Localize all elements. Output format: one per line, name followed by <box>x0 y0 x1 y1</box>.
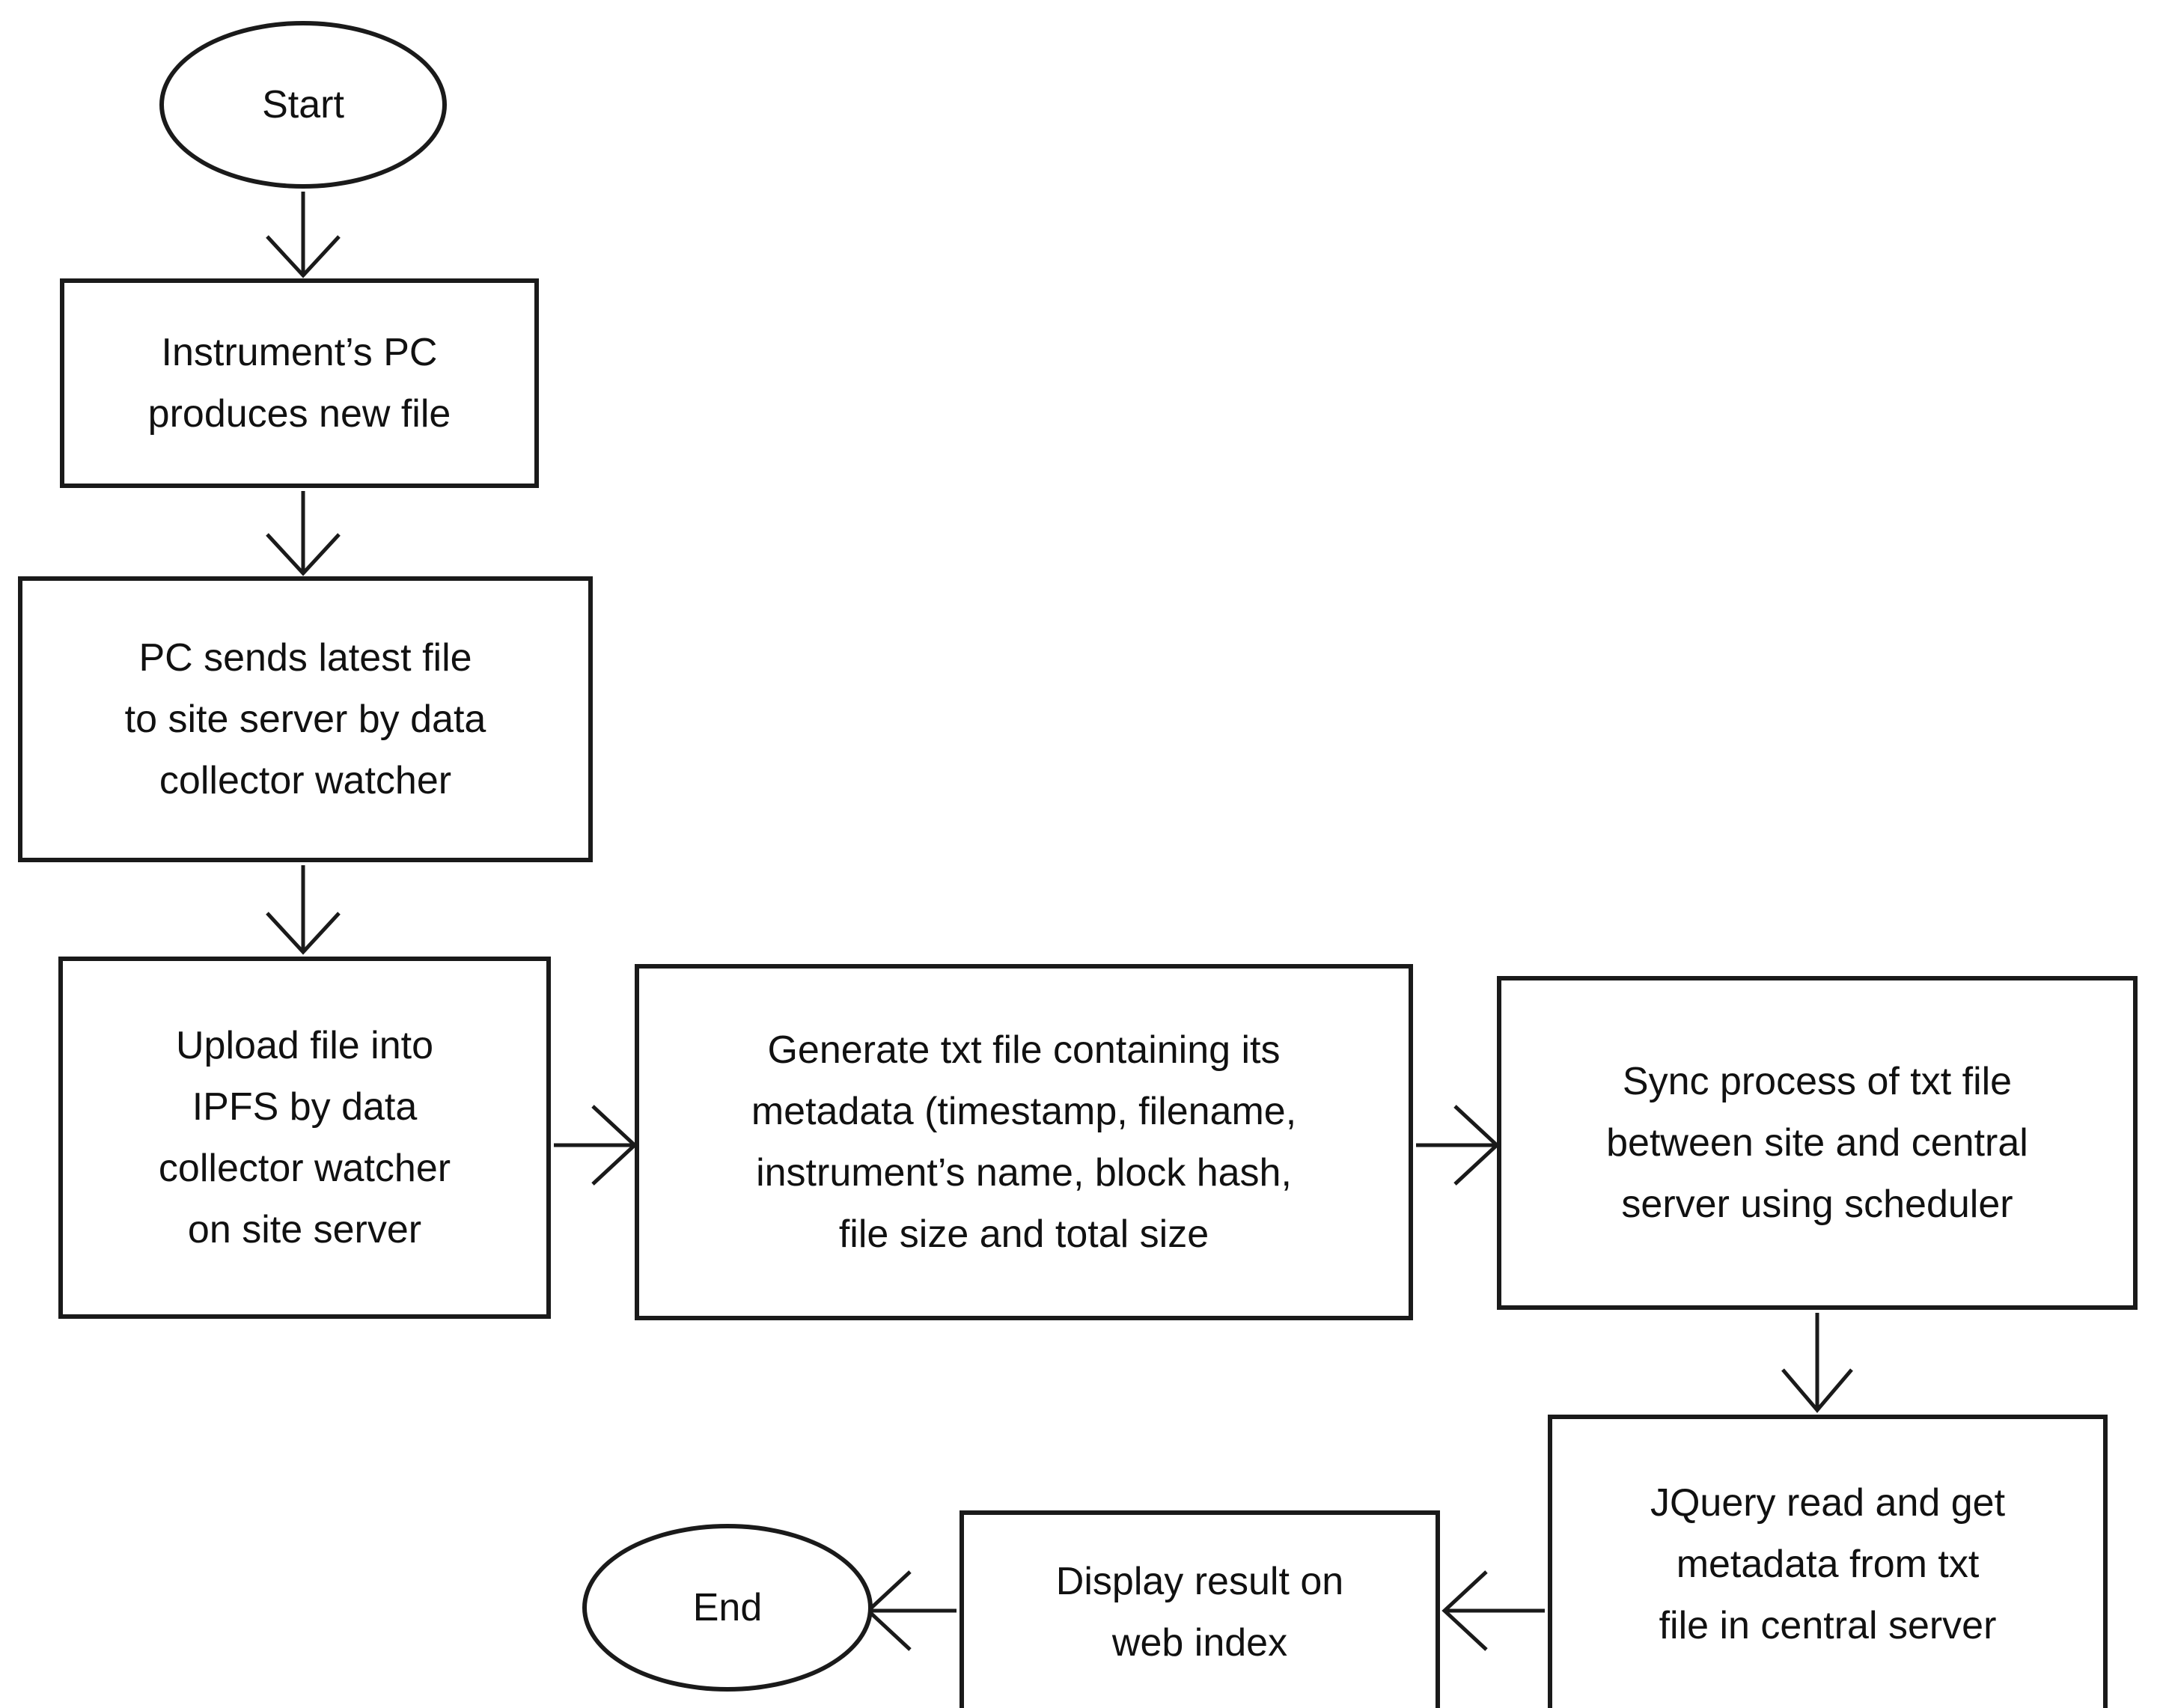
node-pc-sends-file[interactable]: PC sends latest file to site server by d… <box>18 576 593 862</box>
edge-pcsends-to-upload <box>266 865 341 955</box>
node-display-result[interactable]: Display result on web index <box>959 1510 1440 1708</box>
node-end-label: End <box>692 1585 763 1629</box>
node-jquery-read-metadata[interactable]: JQuery read and get metadata from txt fi… <box>1548 1415 2108 1708</box>
node-upload-ipfs[interactable]: Upload file into IPFS by data collector … <box>58 957 551 1319</box>
node-generate-txt-metadata-label: Generate txt file containing its metadat… <box>751 1028 1297 1257</box>
node-sync-process-label: Sync process of txt file between site an… <box>1606 1059 2028 1227</box>
edge-display-to-end <box>865 1570 957 1651</box>
node-sync-process[interactable]: Sync process of txt file between site an… <box>1497 976 2138 1310</box>
node-upload-ipfs-label: Upload file into IPFS by data collector … <box>158 1023 451 1252</box>
node-instrument-pc-label: Instrument’s PC produces new file <box>147 330 451 436</box>
edge-sync-to-jquery <box>1781 1313 1853 1413</box>
edge-jquery-to-display <box>1441 1570 1545 1651</box>
node-generate-txt-metadata[interactable]: Generate txt file containing its metadat… <box>635 964 1413 1320</box>
node-end[interactable]: End <box>582 1524 873 1692</box>
edge-upload-to-generate <box>554 1105 638 1186</box>
edge-start-to-instrument <box>266 192 341 278</box>
edge-instrument-to-pcsends <box>266 491 341 576</box>
node-instrument-pc[interactable]: Instrument’s PC produces new file <box>60 278 539 488</box>
node-display-result-label: Display result on web index <box>1055 1559 1344 1665</box>
edge-generate-to-sync <box>1416 1105 1500 1186</box>
node-pc-sends-file-label: PC sends latest file to site server by d… <box>124 635 486 803</box>
node-start-label: Start <box>262 82 344 126</box>
node-start[interactable]: Start <box>159 21 447 189</box>
node-jquery-read-metadata-label: JQuery read and get metadata from txt fi… <box>1650 1480 2006 1648</box>
